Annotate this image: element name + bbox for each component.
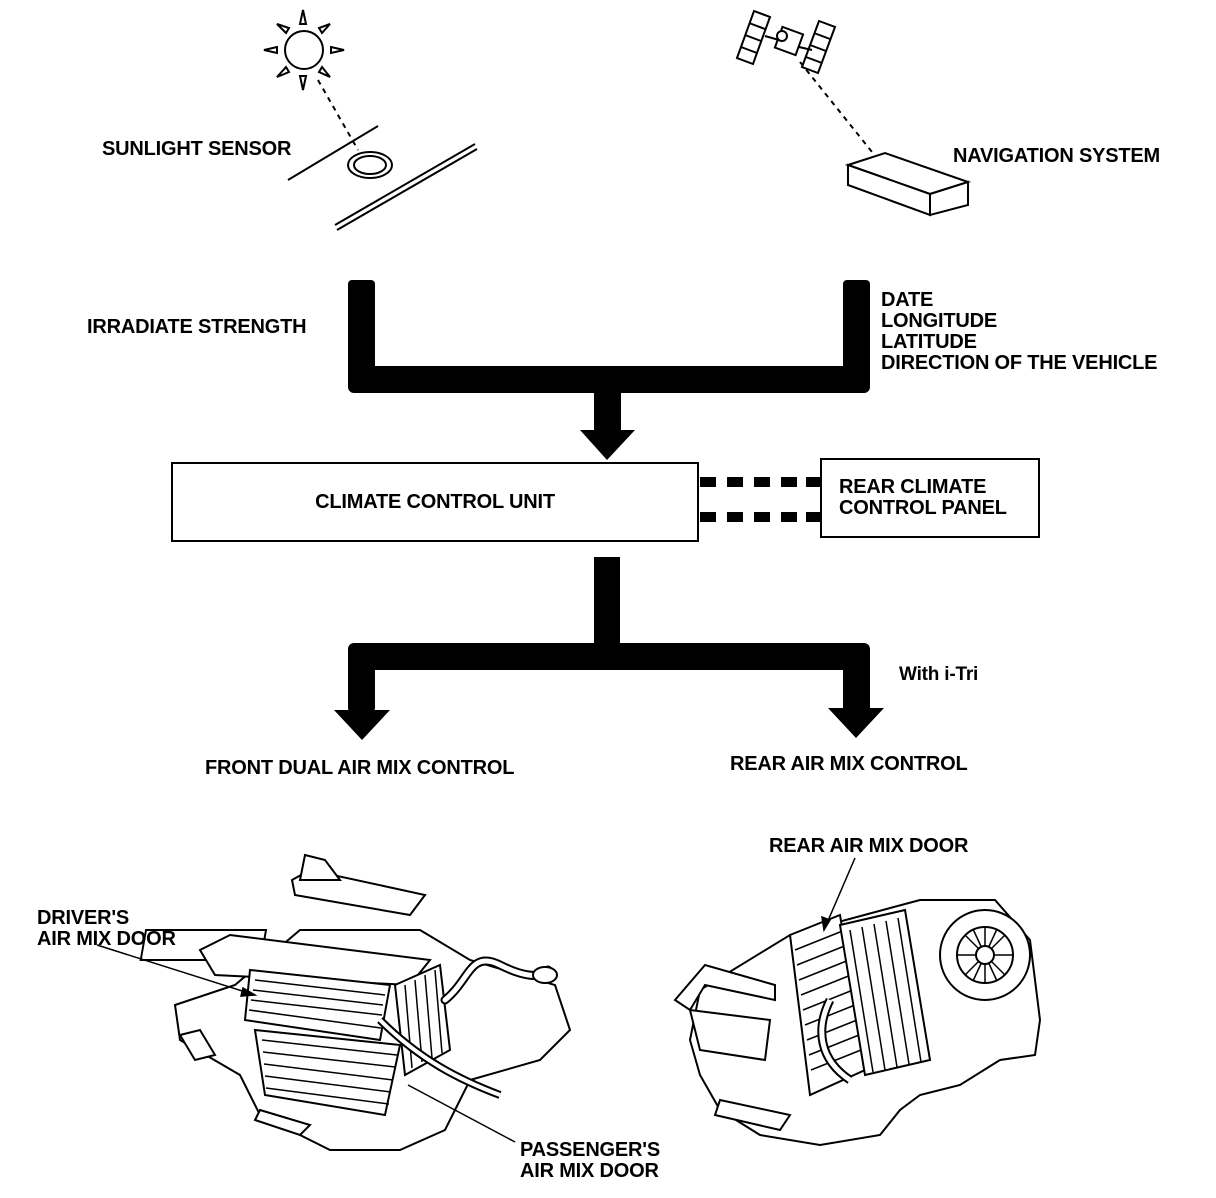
navigation-system-label: NAVIGATION SYSTEM (953, 145, 1160, 167)
passengers-door-label: PASSENGER'S AIR MIX DOOR (520, 1139, 660, 1182)
sunlight-sensor-label: SUNLIGHT SENSOR (102, 138, 292, 160)
output-split-arrow (334, 557, 884, 740)
nav-data-list: DATE LONGITUDE LATITUDE DIRECTION OF THE… (881, 289, 1158, 374)
front-control-label: FRONT DUAL AIR MIX CONTROL (205, 757, 515, 779)
rear-panel-label: REAR CLIMATE CONTROL PANEL (839, 476, 1007, 519)
nav-data-latitude: LATITUDE (881, 331, 977, 353)
sun-icon (263, 9, 345, 91)
with-itri-label: With i-Tri (899, 664, 979, 685)
climate-control-unit-box: CLIMATE CONTROL UNIT (171, 462, 699, 542)
navigation-unit-icon (844, 151, 972, 217)
drivers-door-label: DRIVER'S AIR MIX DOOR (37, 907, 176, 950)
rear-panel-box: REAR CLIMATE CONTROL PANEL (820, 458, 1040, 538)
rear-door-label: REAR AIR MIX DOOR (769, 835, 969, 857)
sunlight-sensor-icon (287, 125, 478, 231)
rear-control-label: REAR AIR MIX CONTROL (730, 753, 968, 775)
irradiate-strength-label: IRRADIATE STRENGTH (87, 316, 307, 338)
input-merge-arrow (348, 280, 870, 460)
front-hvac-unit-icon (139, 853, 572, 1151)
climate-control-unit-label: CLIMATE CONTROL UNIT (315, 491, 555, 513)
nav-data-date: DATE (881, 289, 934, 311)
rear-hvac-unit-icon (673, 899, 1042, 1147)
leader-lines (96, 857, 856, 1143)
satellite-icon (735, 9, 837, 75)
nav-data-direction: DIRECTION OF THE VEHICLE (881, 352, 1158, 374)
nav-data-longitude: LONGITUDE (881, 310, 997, 332)
dashed-link (700, 477, 820, 522)
